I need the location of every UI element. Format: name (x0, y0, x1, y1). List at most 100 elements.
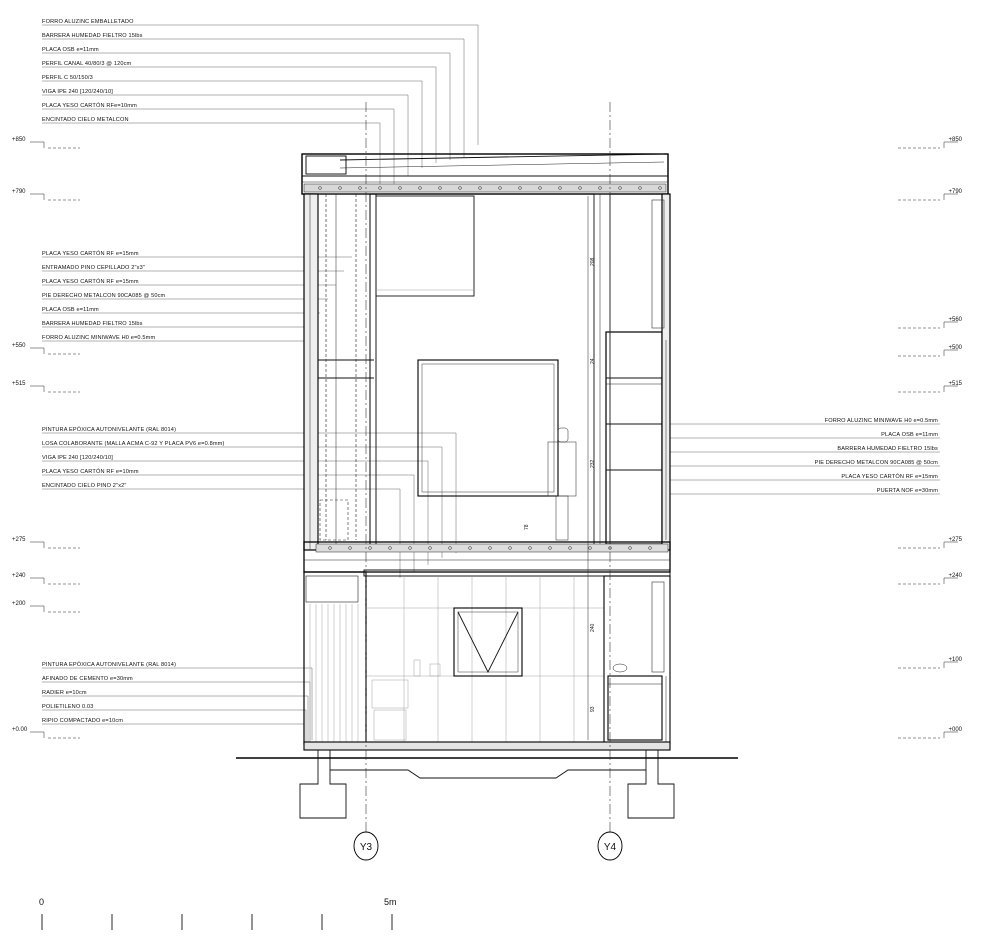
annotation-label: VIGA IPE 240 [120/240/10] (42, 89, 113, 95)
level-mark (30, 347, 45, 354)
level-mark (943, 193, 958, 200)
annotation-label: ENCINTADO CIELO PINO 2"x2" (42, 483, 127, 489)
annotation-label: POLIETILENO 0.03 (42, 704, 94, 710)
level-mark (30, 577, 45, 584)
annotation-label: ENTRAMADO PINO CEPILLADO 2"x3" (42, 265, 145, 271)
annotation-label: VIGA IPE 240 [120/240/10] (42, 455, 113, 461)
level-mark (30, 605, 45, 612)
level-mark (30, 193, 45, 200)
dim-232: 232 (590, 459, 596, 468)
annotation-label: RADIER e=10cm (42, 690, 87, 696)
right-wall-lower (603, 575, 671, 745)
kitchen-wall (366, 576, 604, 744)
ground-slab (303, 741, 671, 751)
level-label: +850 (948, 137, 962, 143)
annotation-label: BARRERA HUMEDAD FIELTRO 15lbs (42, 321, 143, 327)
human-figure (547, 427, 577, 541)
scale-end-label: 5m (384, 897, 397, 907)
level-mark (943, 321, 958, 328)
level-label: +560 (948, 317, 962, 323)
level-mark (30, 385, 45, 392)
dim-24: 24 (590, 358, 596, 364)
level-label: +000 (948, 727, 962, 733)
axis-label-y4: Y4 (604, 842, 617, 853)
leader-lines-top (42, 24, 479, 188)
level-label: +550 (12, 343, 26, 349)
annotation-label: PINTURA EPÓXICA AUTONIVELANTE (RAL 8014) (42, 661, 176, 668)
annotation-label: PLACA YESO CARTÓN RF e=15mm (841, 473, 938, 480)
dim-78: 78 (524, 524, 530, 530)
level-label: +0.00 (12, 727, 28, 733)
level-mark (943, 577, 958, 584)
annotation-label: PLACA OSB e=11mm (881, 432, 938, 438)
level-label: +240 (948, 573, 962, 579)
annotation-label: PLACA YESO CARTÓN RF e=10mm (42, 468, 139, 475)
level-label: +200 (12, 601, 26, 607)
level-label: +850 (12, 137, 26, 143)
axis-y4: Y4 (597, 102, 623, 861)
slab-beam-marks (328, 546, 652, 550)
dim-93: 93 (590, 706, 596, 712)
annotation-label: RIPIO COMPACTADO e=10cm (42, 718, 123, 724)
roof-beam-marks (318, 186, 662, 190)
annotation-label: PINTURA EPÓXICA AUTONIVELANTE (RAL 8014) (42, 426, 176, 433)
annotation-label: PLACA OSB e=11mm (42, 307, 99, 313)
range-hood (453, 607, 523, 677)
annotation-label: LOSA COLABORANTE (MALLA ACMA C-92 Y PLAC… (42, 441, 224, 447)
annotation-label: FORRO ALUZINC EMBALLETADO (42, 19, 134, 25)
right-cabinet (605, 331, 663, 545)
level-mark (30, 141, 45, 148)
level-mark (943, 661, 958, 668)
scale-start-label: 0 (39, 897, 44, 907)
annotation-label: PIE DERECHO METALCON 90CA085 @ 50cm (815, 460, 939, 466)
level-mark (943, 541, 958, 548)
left-wall-upper (303, 193, 319, 551)
leader-lines-mid-left (42, 256, 352, 342)
dim-240: 240 (590, 623, 596, 632)
roof-slab (301, 153, 669, 195)
axis-label-y3: Y3 (360, 842, 373, 853)
level-mark (943, 349, 958, 356)
annotation-label: PERFIL C 50/150/3 (42, 75, 93, 81)
level-markers-right: +850 +790 +560 +500 +515 +275 +240 +100 +000 (898, 137, 963, 739)
scale-bar: 0 5m (39, 897, 397, 930)
annotation-label: PLACA YESO CARTÓN RF e=15mm (42, 250, 139, 257)
level-mark (943, 731, 958, 738)
level-label: +790 (948, 189, 962, 195)
building-section (236, 153, 738, 819)
annotation-label: PERFIL CANAL 40/80/3 @ 120cm (42, 61, 132, 67)
level-label: +500 (948, 345, 962, 351)
dim-208: 208 (590, 257, 596, 266)
annotation-label: BARRERA HUMEDAD FIELTRO 15lbs (837, 446, 938, 452)
annotation-label: FORRO ALUZINC MINIWAVE H0 e=0.5mm (825, 418, 938, 424)
level-label: +790 (12, 189, 26, 195)
level-mark (30, 731, 45, 738)
foundations (299, 750, 675, 819)
annotation-group-floor: PINTURA EPÓXICA AUTONIVELANTE (RAL 8014)… (42, 661, 176, 724)
level-label: +515 (12, 381, 26, 387)
level-mark (943, 141, 958, 148)
annotation-label: PLACA OSB e=11mm (42, 47, 99, 53)
level-label: +515 (948, 381, 962, 387)
level-mark (30, 541, 45, 548)
annotation-label: PLACA YESO CARTÓN RF e=15mm (42, 278, 139, 285)
annotation-label: PIE DERECHO METALCON 90CA085 @ 50cm (42, 293, 166, 299)
level-label: +275 (948, 537, 962, 543)
level-label: +240 (12, 573, 26, 579)
annotation-label: AFINADO DE CEMENTO e=30mm (42, 676, 133, 682)
annotation-label: FORRO ALUZINC MINIWAVE H0 e=0.5mm (42, 335, 155, 341)
level-label: +100 (948, 657, 962, 663)
annotation-label: BARRERA HUMEDAD FIELTRO 15lbs (42, 33, 143, 39)
annotation-group-slab: PINTURA EPÓXICA AUTONIVELANTE (RAL 8014)… (42, 426, 224, 489)
left-wall-lower (303, 571, 367, 745)
intermediate-slab (303, 541, 671, 573)
leader-lines-right (666, 423, 940, 495)
wardrobe-panel (375, 195, 475, 297)
leader-lines-slab-left (42, 432, 457, 578)
level-markers-left: +850+790+550+515+275+240+200+0.00 (12, 137, 80, 739)
level-mark (943, 385, 958, 392)
